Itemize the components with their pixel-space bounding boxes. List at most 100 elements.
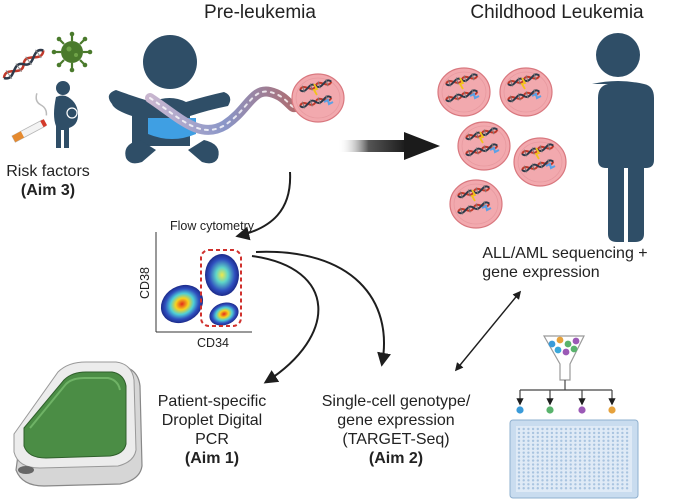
plate-well (555, 479, 558, 482)
plate-well (593, 459, 596, 462)
plate-well (527, 431, 530, 435)
plate-well (536, 483, 539, 486)
plate-well (546, 467, 549, 470)
plate-well (536, 467, 539, 470)
plate-well (616, 427, 619, 431)
plate-well (578, 471, 582, 474)
plate-well (555, 467, 558, 470)
plate-well (527, 447, 530, 450)
plate-well (578, 487, 582, 490)
plate-well (574, 427, 577, 431)
plate-well (607, 447, 610, 450)
plate-well (607, 483, 610, 486)
plate-well (546, 459, 549, 462)
plate-well (517, 435, 521, 439)
plate-well (569, 479, 572, 482)
plate-well (578, 431, 582, 435)
plate-well (527, 467, 530, 470)
plate-well (597, 443, 601, 446)
plate-well (536, 427, 539, 431)
cd34-gate (200, 249, 242, 327)
plate-well (621, 439, 624, 443)
plate-well (616, 447, 619, 450)
plate-well (550, 463, 554, 466)
adult-person-icon (592, 33, 654, 242)
plate-well (621, 455, 624, 458)
plate-well (578, 459, 582, 462)
plate-well (588, 447, 591, 450)
plate-well (569, 487, 572, 490)
plate-well (602, 471, 605, 474)
plate-well (616, 435, 619, 439)
plate-well (593, 471, 596, 474)
plate-well (578, 435, 582, 439)
plate-well (578, 463, 582, 466)
plate-well (569, 439, 572, 443)
plate-well (621, 443, 624, 446)
plate-well (574, 451, 577, 454)
plate-well (593, 443, 596, 446)
plate-well (588, 431, 591, 435)
plate-well (588, 479, 591, 482)
plate-well (531, 459, 535, 462)
plate-well (611, 435, 615, 439)
plate-well (564, 459, 568, 462)
plate-well (593, 427, 596, 431)
plate-well (616, 471, 619, 474)
plate-well (625, 467, 629, 470)
flow-x-axis-label: CD34 (197, 336, 229, 350)
plate-well (602, 467, 605, 470)
plate-well (517, 475, 521, 478)
plate-well (616, 431, 619, 435)
plate-well (517, 451, 521, 454)
plate-well (550, 427, 554, 431)
plate-well (550, 439, 554, 443)
plate-well (597, 471, 601, 474)
aim-2-label: (Aim 2) (369, 450, 423, 467)
plate-well (517, 471, 521, 474)
plate-well (625, 471, 629, 474)
plate-well (593, 451, 596, 454)
plate-well (546, 435, 549, 439)
plate-well (569, 427, 572, 431)
plate-well (616, 439, 619, 443)
plate-well (574, 439, 577, 443)
plate-well (625, 479, 629, 482)
plate-well (564, 467, 568, 470)
plate-well (597, 455, 601, 458)
pregnant-woman-icon (54, 81, 78, 148)
plate-well (546, 455, 549, 458)
cd34-positive-cd38-negative-population (209, 302, 239, 326)
arrow-baby-to-flow (235, 171, 292, 241)
ddpcr-label-line3: PCR (195, 431, 229, 448)
plate-well (522, 475, 525, 478)
plate-well (616, 487, 619, 490)
plate-well (616, 475, 619, 478)
plate-well (560, 443, 563, 446)
plate-well (517, 427, 521, 431)
plate-well (546, 471, 549, 474)
plate-well (583, 435, 586, 439)
plate-well (588, 427, 591, 431)
plate-well (541, 443, 544, 446)
plate-well (550, 455, 554, 458)
plate-well (560, 467, 563, 470)
plate-well (616, 463, 619, 466)
plate-well (583, 451, 586, 454)
plate-well (564, 455, 568, 458)
plate-well (555, 431, 558, 435)
plate-well (555, 435, 558, 439)
plate-well (569, 467, 572, 470)
plate-well (555, 463, 558, 466)
plate-well (625, 435, 629, 439)
plate-well (625, 451, 629, 454)
plate-well (574, 463, 577, 466)
plate-well (602, 459, 605, 462)
plate-well (625, 443, 629, 446)
plate-well (588, 435, 591, 439)
plate-well (555, 439, 558, 443)
plate-well (621, 431, 624, 435)
plate-well (517, 459, 521, 462)
plate-well (564, 483, 568, 486)
plate-well (611, 439, 615, 443)
